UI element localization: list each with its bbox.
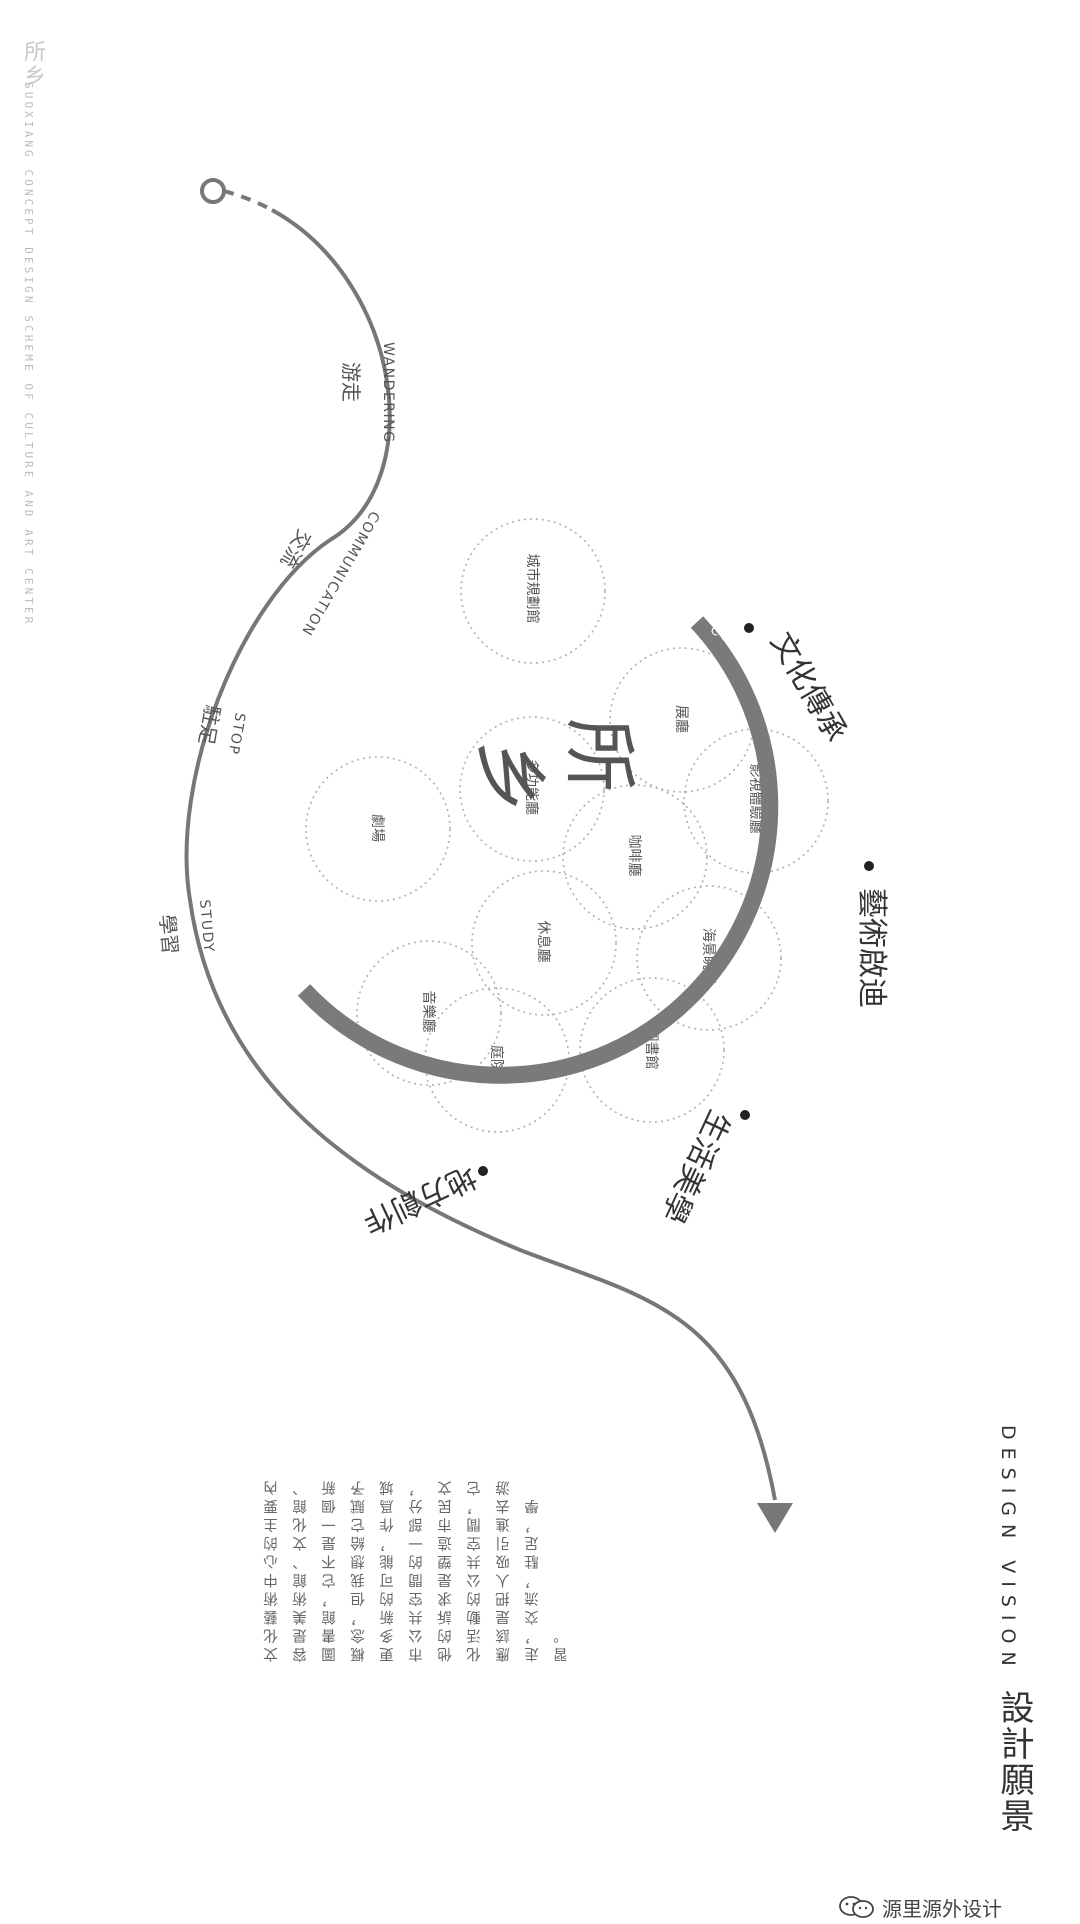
space-label: 咖啡廳 <box>626 835 643 877</box>
wechat-icon <box>839 1896 874 1918</box>
space-label: 劇場 <box>369 814 385 842</box>
arc-dot-3 <box>740 1110 750 1120</box>
design-vision-zh: 設計願景 <box>994 1690 1034 1834</box>
theme-arc <box>297 616 779 1084</box>
space-circle <box>305 756 451 902</box>
space-circle <box>683 728 829 874</box>
path-label-communication-en: COMMUNICATION <box>298 508 383 639</box>
arc-dot-1 <box>744 623 754 633</box>
space-label: 展廳 <box>673 705 690 733</box>
arc-zh-local: 地方創作 <box>358 1158 482 1240</box>
arc-label-artistic: ARTISTIC ENLIGHTENMENT <box>782 840 861 1062</box>
arc-dot-2 <box>864 861 874 871</box>
path-start-node <box>200 178 226 204</box>
brand-tagline: SUOXIANG CONCEPT DESIGN SCHEME OF CULTUR… <box>22 82 35 627</box>
space-label: 音樂廳 <box>420 991 437 1033</box>
center-title-2: 乡 <box>466 740 552 814</box>
brand-logo: 所乡 <box>20 40 45 88</box>
center-title-1: 所 <box>556 718 642 792</box>
arc-dot-4 <box>478 1166 488 1176</box>
space-label: 城市規劃館 <box>524 554 541 624</box>
path-label-stop-zh: 駐足 <box>194 703 225 747</box>
space-circle <box>471 870 617 1016</box>
space-circle <box>636 885 782 1031</box>
design-vision-body: 文化藝術中心的主要內容是美術館、文化館、圖書館，它不是一個新概念，但我想給它賦予… <box>264 1477 570 1662</box>
path-label-wandering-zh: 游走 <box>339 362 363 402</box>
space-circle <box>579 977 725 1123</box>
journey-path <box>184 208 777 1501</box>
path-label-study-zh: 學習 <box>155 913 182 955</box>
watermark: 源里源外设计 <box>838 1893 1078 1921</box>
journey-arrowhead <box>757 1503 793 1533</box>
space-circle <box>459 716 605 862</box>
path-dashed-lead <box>223 189 273 212</box>
path-label-study-en: STUDY <box>196 899 217 954</box>
space-label: 休息廳 <box>535 921 552 963</box>
arc-zh-artistic: 藝術啟迪 <box>854 888 889 1008</box>
path-label-communication-zh: 交流 <box>276 526 317 573</box>
path-label-wandering-en: WANDERING <box>380 342 396 443</box>
space-label: 庭院 <box>488 1045 505 1073</box>
space-circle <box>356 940 502 1086</box>
space-label: 影視體驗廳 <box>747 764 764 834</box>
design-vision-en: DESIGN VISION <box>997 1425 1019 1674</box>
space-label: 多功能廳 <box>523 759 540 815</box>
watermark-text: 源里源外设计 <box>882 1897 1002 1921</box>
space-circle <box>562 784 708 930</box>
path-label-stop-en: STOP <box>225 711 248 756</box>
space-circle <box>460 518 606 664</box>
